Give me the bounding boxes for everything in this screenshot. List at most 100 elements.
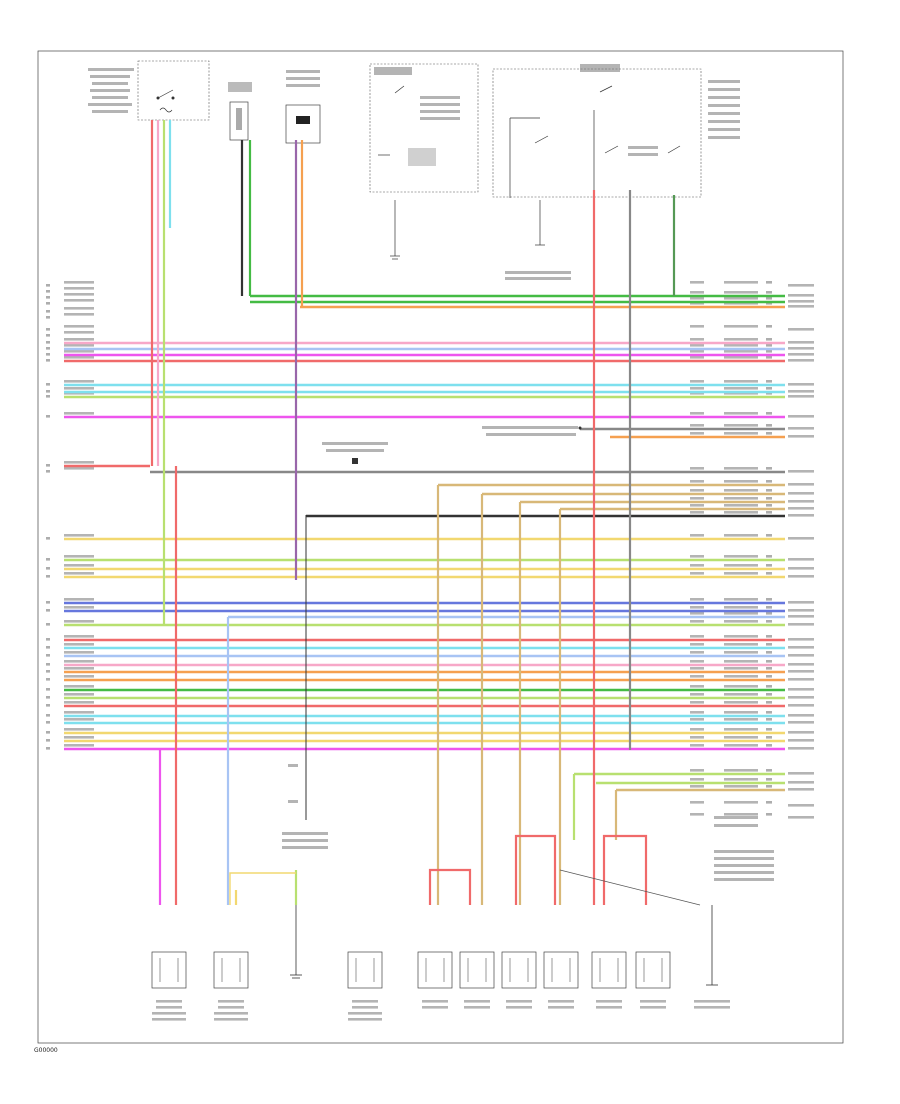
pin-number <box>766 612 772 615</box>
wire-color-code <box>724 651 758 654</box>
ground-symbol <box>694 905 730 1009</box>
circuit-number <box>690 813 704 816</box>
pin-number <box>766 701 772 704</box>
wire-color-code <box>64 620 94 623</box>
wire-color-code <box>724 778 758 781</box>
wire-color-code <box>64 281 94 284</box>
circuit-name <box>788 804 814 807</box>
circuit-number <box>690 693 704 696</box>
component-label <box>548 1006 574 1009</box>
wire-color-code <box>724 785 758 788</box>
component-body <box>151 951 187 989</box>
component-label <box>152 1012 186 1015</box>
pin-number <box>766 504 772 507</box>
pin-number <box>46 310 50 313</box>
pin-number <box>46 347 50 350</box>
middle-splice-label <box>322 442 388 464</box>
wire-color-code <box>724 467 758 470</box>
wire-color-code <box>64 461 94 464</box>
circuit-number <box>690 685 704 688</box>
right-middle-label <box>482 426 582 436</box>
component-body <box>635 951 671 989</box>
circuit-number <box>690 297 704 300</box>
wire-color-code <box>724 635 758 638</box>
wire-color-code <box>724 701 758 704</box>
circuit-number <box>690 350 704 353</box>
wire-color-code <box>64 598 94 601</box>
splice-ground-center <box>282 515 328 849</box>
wire-color-code <box>724 432 758 435</box>
component-label <box>218 1006 244 1009</box>
circuit-name <box>788 427 814 430</box>
circuit-number <box>690 701 704 704</box>
right-pin-label-column <box>690 281 814 819</box>
component-label <box>464 1006 490 1009</box>
wire-loop <box>428 868 472 905</box>
component-label <box>548 1000 574 1003</box>
component-label <box>152 1018 186 1021</box>
pin-number <box>46 464 50 467</box>
circuit-name <box>788 514 814 517</box>
wire-color-code <box>724 504 758 507</box>
pin-number <box>766 728 772 731</box>
pin-number <box>766 497 772 500</box>
wire-color-code <box>64 660 94 663</box>
circuit-name <box>788 714 814 717</box>
component-label <box>352 1006 378 1009</box>
circuit-name <box>788 772 814 775</box>
bottom-right-module-label <box>714 816 774 881</box>
circuit-name <box>788 353 814 356</box>
pin-number <box>46 415 50 418</box>
top-right-relay-box <box>492 64 740 198</box>
circuit-name <box>788 284 814 287</box>
pin-number <box>46 359 50 362</box>
wire-color-code <box>724 489 758 492</box>
circuit-number <box>690 504 704 507</box>
circuit-number <box>690 598 704 601</box>
circuit-number <box>690 325 704 328</box>
vertical-wire-bundle <box>150 120 701 906</box>
pin-number <box>766 769 772 772</box>
circuit-number <box>690 467 704 470</box>
wire-color-code <box>724 728 758 731</box>
circuit-number <box>690 281 704 284</box>
circuit-name <box>788 359 814 362</box>
circuit-number <box>690 736 704 739</box>
wire-color-code <box>64 338 94 341</box>
circuit-name <box>788 537 814 540</box>
pin-number <box>46 537 50 540</box>
pin-number <box>766 801 772 804</box>
component-label <box>422 1006 448 1009</box>
pin-number <box>766 467 772 470</box>
pin-number <box>46 390 50 393</box>
pin-number <box>766 598 772 601</box>
circuit-name <box>788 646 814 649</box>
wire-color-code <box>724 387 758 390</box>
pin-number <box>46 731 50 734</box>
circuit-number <box>690 606 704 609</box>
component-label <box>348 1018 382 1021</box>
circuit-name <box>788 435 814 438</box>
pin-number <box>766 744 772 747</box>
circuit-name <box>788 492 814 495</box>
circuit-name <box>788 305 814 308</box>
circuit-name <box>788 300 814 303</box>
pin-number <box>46 623 50 626</box>
circuit-number <box>690 380 704 383</box>
pin-number <box>46 721 50 724</box>
component-body <box>501 951 537 989</box>
pin-number <box>46 663 50 666</box>
wire-color-code <box>724 281 758 284</box>
component-body <box>417 951 453 989</box>
wire-color-code <box>64 718 94 721</box>
pin-number <box>766 693 772 696</box>
component-label <box>506 1000 532 1003</box>
pin-number <box>766 424 772 427</box>
wire-color-code <box>64 572 94 575</box>
pin-number <box>766 606 772 609</box>
wire-color-code <box>64 299 94 302</box>
wire-color-code <box>724 801 758 804</box>
pin-number <box>46 395 50 398</box>
wire-color-code <box>724 718 758 721</box>
pin-number <box>46 638 50 641</box>
